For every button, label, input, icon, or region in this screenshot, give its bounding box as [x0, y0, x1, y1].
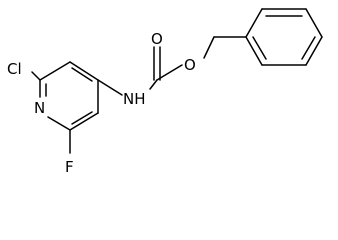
bond-ph-4 [305, 36, 323, 66]
bond-c5-c6-inner [71, 111, 93, 125]
benzene-ring [245, 8, 323, 66]
bond-c2-c3 [39, 61, 71, 81]
bond-o-ch2 [203, 36, 215, 59]
ring-nitrogen-label: N [34, 99, 45, 117]
bond-c2-cl [31, 71, 41, 81]
bond-ph-3 [305, 8, 323, 38]
carbonyl-oxygen-label: O [151, 30, 163, 48]
ester-oxygen-label: O [184, 56, 196, 74]
bond-n-c [149, 79, 158, 90]
amide-nh-label: NH [123, 90, 146, 108]
bond-ph-4-inner [301, 36, 316, 60]
bond-c3-c4-inner [71, 67, 93, 82]
bond-ph-6-inner [252, 36, 267, 60]
chlorine-label: Cl [7, 60, 22, 78]
bond-c-o-ester [156, 64, 183, 81]
bond-c4-n [97, 79, 123, 96]
carbamate-group [149, 36, 247, 90]
bond-c6-n1 [47, 116, 71, 131]
fluorine-label: F [65, 158, 74, 176]
pyridine-ring [39, 61, 99, 131]
bond-c3-c4 [69, 61, 99, 81]
bond-ph-6 [245, 36, 263, 66]
bond-c5-c6 [69, 112, 99, 131]
structure-diagram: Cl N F NH O O [7, 8, 323, 176]
bond-ph-1 [245, 8, 263, 38]
